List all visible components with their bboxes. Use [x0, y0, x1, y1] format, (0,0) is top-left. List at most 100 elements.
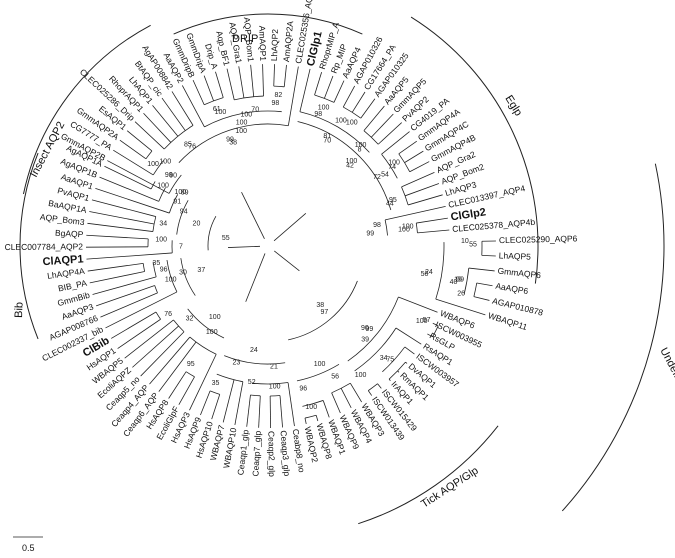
bootstrap-label: 76	[188, 144, 196, 151]
leaf-branch	[287, 66, 299, 126]
node-arc-49	[142, 263, 146, 272]
leaf-branch	[404, 150, 424, 163]
bootstrap-label: 100	[206, 329, 218, 336]
bootstrap-label: 38	[316, 302, 324, 309]
leaf-branch	[377, 122, 402, 145]
bootstrap-label: 61	[213, 106, 221, 113]
leaf-branch	[140, 331, 185, 377]
bootstrap-label: 97	[320, 309, 328, 316]
leaf-branch	[86, 234, 149, 240]
arc-eglp	[410, 16, 539, 284]
leaf-label: AQP_Bom3	[39, 212, 85, 228]
leaf-branch	[181, 85, 205, 128]
clade-brackets	[19, 13, 665, 525]
node-arc-43	[173, 319, 185, 333]
bootstrap-label: 72	[373, 174, 381, 181]
bootstrap-label: 90	[361, 325, 369, 332]
leaf-branch	[87, 262, 144, 272]
leaf-branch	[367, 390, 373, 396]
leaf-label: Ceaqp7_glp	[250, 430, 262, 477]
leaf-branch	[405, 361, 408, 364]
leaf-branch	[407, 194, 443, 206]
leaf-branch	[363, 105, 385, 131]
node-arc-10	[299, 111, 370, 153]
node-arc-30	[296, 363, 340, 382]
leaf-branch	[398, 140, 417, 155]
bootstrap-label: 90	[169, 173, 177, 180]
leaf-branch	[258, 395, 261, 428]
leaf-branch	[250, 64, 255, 97]
leaf-branch	[100, 292, 158, 318]
leaf-branch	[360, 98, 376, 119]
leaf-branch	[192, 79, 205, 105]
bootstrap-label: 40	[450, 279, 458, 286]
leaf-branch	[203, 75, 214, 102]
clade-label-drip: DRIP	[232, 33, 258, 45]
leaf-branch	[105, 291, 178, 329]
leaf-label: AQP_Bom1	[242, 17, 256, 63]
clade-label-undefined: Undefined	[657, 346, 675, 396]
node-arc-56	[158, 187, 166, 202]
node-arc-5	[204, 110, 282, 128]
clade-label-bib: Bib	[13, 302, 26, 318]
bootstrap-label: 23	[233, 360, 241, 367]
branch-stem-1	[273, 213, 307, 242]
leaf-branch	[96, 285, 155, 307]
leaf-branch	[401, 171, 435, 188]
bootstrap-label: 100	[305, 404, 317, 411]
bootstrap-label: 100	[355, 142, 367, 149]
tree-branches	[86, 64, 496, 428]
leaf-branch	[124, 319, 174, 359]
node-arc-26	[354, 327, 397, 372]
leaf-label: AaAQP6	[495, 281, 530, 297]
leaf-branch	[238, 66, 245, 99]
leaf-branch	[377, 383, 382, 389]
bootstrap-label: 95	[389, 197, 397, 204]
bootstrap-label: 70	[323, 137, 331, 144]
bootstrap-label: 24	[250, 347, 258, 354]
leaf-branch	[370, 113, 394, 138]
leaf-branch	[404, 183, 440, 197]
leaf-branch	[99, 176, 159, 202]
leaf-label: ClAQP1	[42, 253, 84, 268]
bootstrap-label: 100	[318, 105, 330, 112]
bootstrap-label: 42	[346, 162, 354, 169]
bootstrap-label: 98	[314, 111, 322, 118]
leaf-branch	[126, 130, 153, 152]
bootstrap-label: 100	[402, 223, 414, 230]
bootstrap-label: 99	[365, 326, 373, 333]
bootstrap-label: 57	[423, 317, 431, 324]
bootstrap-label: 98	[165, 172, 173, 179]
bootstrap-label: 85	[184, 142, 192, 149]
bootstrap-label: 20	[193, 220, 201, 227]
bootstrap-label: 100	[355, 372, 367, 379]
node-arc-34	[224, 355, 286, 365]
bootstrap-label: 100	[346, 120, 358, 127]
leaf-branch	[113, 149, 154, 176]
leaf-branch	[417, 229, 450, 234]
node-arc-37	[250, 394, 261, 397]
leaf-branch	[395, 327, 422, 345]
bootstrap-label: 21	[270, 364, 278, 371]
bootstrap-label: 98	[373, 222, 381, 229]
node-arc-0	[168, 174, 182, 194]
bootstrap-label: 38	[229, 140, 237, 147]
bootstrap-label: 99	[226, 136, 234, 143]
leaf-branch	[299, 68, 311, 112]
node-arc-33	[304, 414, 317, 419]
leaf-branch	[432, 322, 439, 327]
bootstrap-label: 100	[416, 318, 428, 325]
bootstrap-label: 19	[454, 276, 462, 283]
node-arc-3	[178, 123, 289, 163]
bootstrap-label: 100	[236, 120, 248, 127]
node-arc-27	[382, 346, 406, 373]
bootstrap-label: 96	[160, 266, 168, 273]
bootstrap-label: 96	[299, 386, 307, 393]
branch-stem-3	[245, 253, 266, 302]
leaf-label: AmAQP2A	[281, 20, 295, 62]
leaf-branch	[314, 71, 323, 96]
leaf-branch	[404, 346, 415, 355]
branch-stem-0	[241, 191, 265, 239]
node-arc-35	[251, 382, 289, 385]
bootstrap-label: 70	[251, 106, 259, 113]
